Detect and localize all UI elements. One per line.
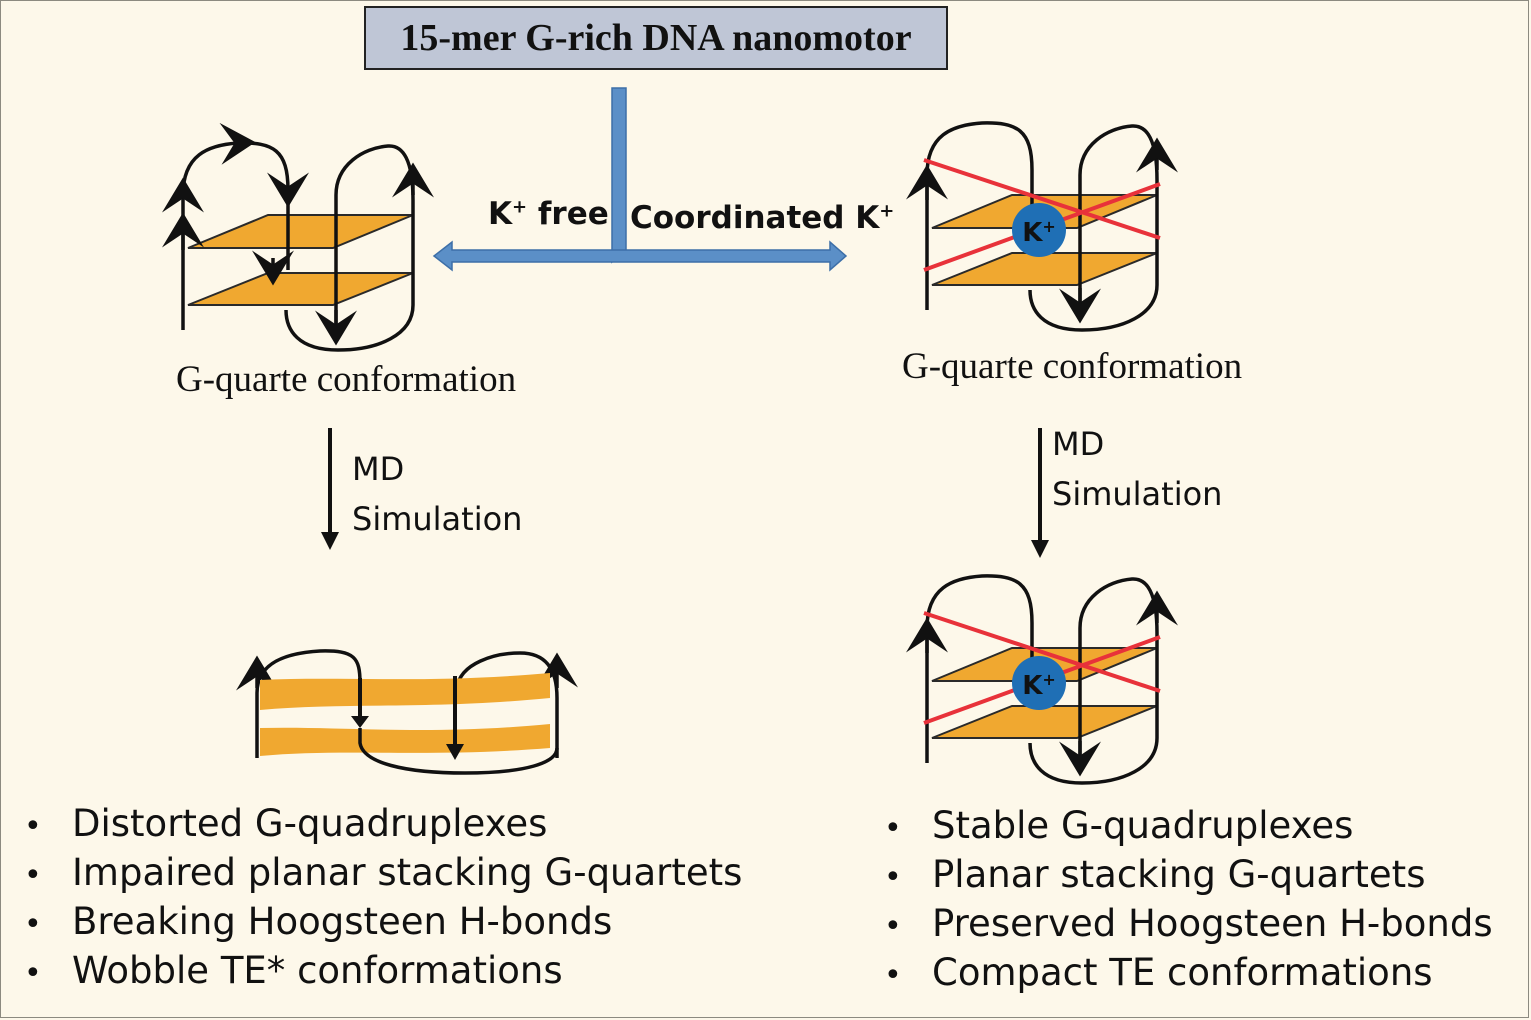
list-item: • Breaking Hoogsteen H-bonds [24,897,742,946]
list-item: • Distorted G-quadruplexes [24,799,742,848]
bullet-icon: • [884,811,902,846]
bullet-icon: • [884,958,902,993]
g-quartet-structure-ktfree [161,122,434,352]
branch-prefix: Coordinated [630,200,856,236]
list-item: • Impaired planar stacking G-quartets [24,848,742,897]
bullet-text: Breaking Hoogsteen H-bonds [72,900,613,943]
list-item: • Compact TE conformations [884,948,1493,997]
list-item: • Wobble TE* conformations [24,946,742,995]
right-bullet-list: • Stable G-quadruplexes • Planar stacking … [884,801,1493,997]
branch-label-k-free: K+ free [488,196,609,232]
g-quartet-structure-k-coordinated: K+ [906,121,1178,332]
ion-charge: + [512,196,528,218]
left-bullet-list: • Distorted G-quadruplexes • Impaired plan… [24,799,742,995]
list-item: • Stable G-quadruplexes [884,801,1493,850]
process-line: MD [1052,425,1105,463]
bullet-icon: • [24,809,42,844]
md-arrow-left [321,428,339,550]
branch-suffix: free [527,196,609,232]
bullet-icon: • [24,907,42,942]
list-item: • Planar stacking G-quartets [884,850,1493,899]
bullet-icon: • [884,909,902,944]
ion-charge: + [879,200,895,222]
left-md-label: MD Simulation [352,444,522,544]
title-box: 15-mer G-rich DNA nanomotor [364,6,948,70]
bullet-icon: • [24,858,42,893]
k-ion-label: K+ [1022,217,1056,248]
distorted-g-quadruplex [236,649,578,775]
bullet-text: Planar stacking G-quartets [932,853,1426,896]
branch-arrow [432,87,848,272]
branch-label-coordinated-k: Coordinated K+ [630,200,894,236]
left-conformation-label: G-quarte conformation [176,359,517,400]
md-arrow-right [1031,428,1049,558]
bullet-icon: • [24,956,42,991]
k-ion-label: K+ [1022,670,1056,701]
right-md-label: MD Simulation [1052,419,1222,519]
bullet-icon: • [884,860,902,895]
ion-symbol: K [855,200,880,236]
bullet-text: Compact TE conformations [932,951,1433,994]
process-line: MD [352,450,405,488]
process-line: Simulation [1052,475,1223,513]
bullet-text: Distorted G-quadruplexes [72,802,548,845]
bullet-text: Wobble TE* conformations [72,949,563,992]
bullet-text: Stable G-quadruplexes [932,804,1354,847]
right-conformation-label: G-quarte conformation [902,346,1243,387]
process-line: Simulation [352,500,523,538]
bullet-text: Preserved Hoogsteen H-bonds [932,902,1493,945]
list-item: • Preserved Hoogsteen H-bonds [884,899,1493,948]
title-text: 15-mer G-rich DNA nanomotor [400,17,912,59]
stable-g-quadruplex: K+ [906,574,1178,785]
bullet-text: Impaired planar stacking G-quartets [72,851,743,894]
ion-symbol: K [488,196,513,232]
